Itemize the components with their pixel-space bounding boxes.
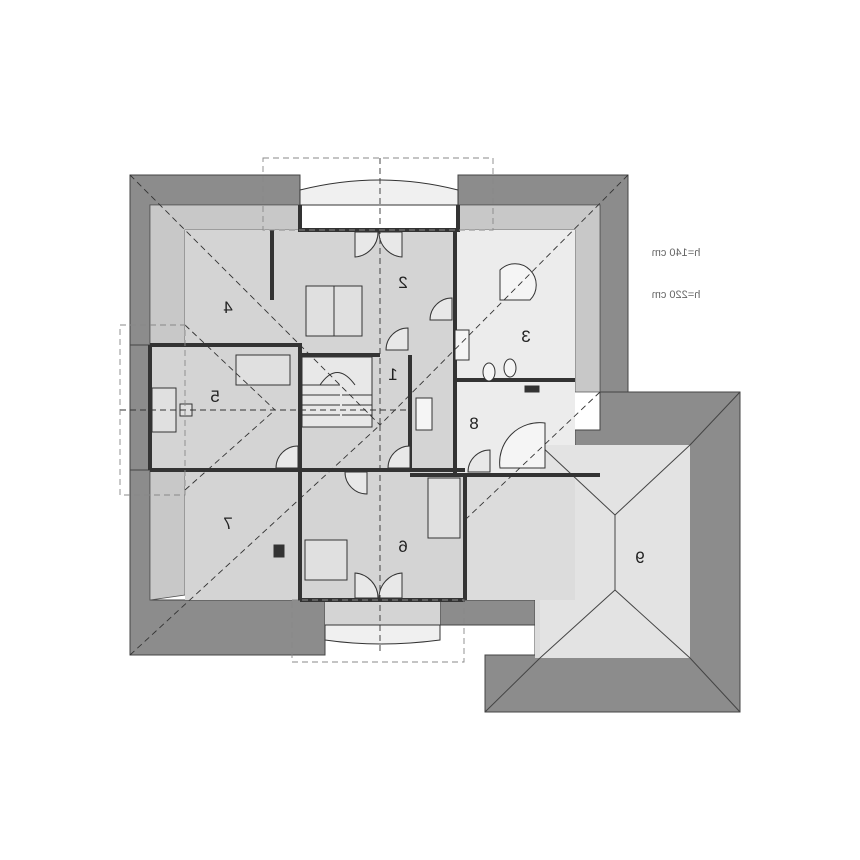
room-label-1: 1 [388,365,397,384]
room-label-9: 9 [635,548,644,567]
height-note-140: h=140 cm [652,247,701,259]
dashed-lines [119,157,629,663]
room-label-6: 6 [398,537,407,556]
room-label-3: 3 [521,327,530,346]
bay-windows [299,179,459,645]
wing-hip-lines [484,391,741,713]
walls [148,205,600,602]
room-labels: 1 2 3 4 5 6 7 8 9 h=140 cm h=220 cm [210,247,700,567]
room-label-5: 5 [210,387,219,406]
room-label-2: 2 [398,273,407,292]
furniture [151,263,546,581]
room-label-8: 8 [469,414,478,433]
room-label-4: 4 [223,298,232,317]
staircase [301,356,373,428]
height-note-220: h=220 cm [652,289,701,301]
room-label-7: 7 [223,514,232,533]
door-swings [275,231,491,599]
